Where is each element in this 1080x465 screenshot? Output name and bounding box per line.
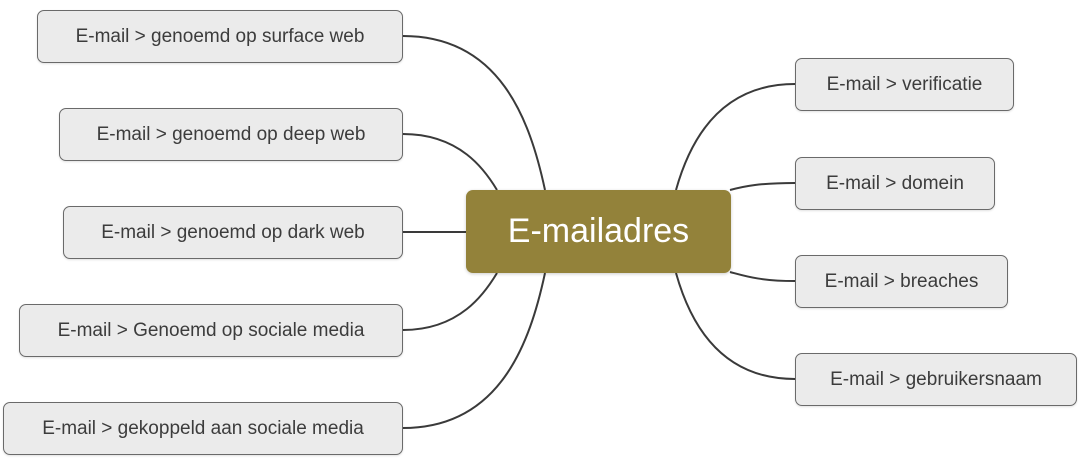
- topic-label: E-mail > domein: [826, 172, 964, 194]
- topic-node-deep-web[interactable]: E-mail > genoemd op deep web: [59, 108, 403, 161]
- topic-node-breaches[interactable]: E-mail > breaches: [795, 255, 1008, 308]
- topic-node-sociale-media-genoemd[interactable]: E-mail > Genoemd op sociale media: [19, 304, 403, 357]
- topic-node-dark-web[interactable]: E-mail > genoemd op dark web: [63, 206, 403, 259]
- topic-label: E-mail > Genoemd op sociale media: [57, 319, 365, 341]
- topic-node-surface-web[interactable]: E-mail > genoemd op surface web: [37, 10, 403, 63]
- central-topic-label: E-mailadres: [507, 212, 690, 250]
- topic-label: E-mail > genoemd op dark web: [101, 221, 365, 243]
- connector-left-2: [402, 133, 498, 191]
- central-topic-node[interactable]: E-mailadres: [466, 190, 731, 273]
- topic-node-verificatie[interactable]: E-mail > verificatie: [795, 58, 1014, 111]
- topic-node-sociale-media-gekoppeld[interactable]: E-mail > gekoppeld aan sociale media: [3, 402, 403, 455]
- connector-right-3: [729, 271, 796, 282]
- connector-left-5: [402, 272, 546, 429]
- topic-label: E-mail > breaches: [824, 270, 979, 292]
- topic-label: E-mail > verificatie: [826, 73, 983, 95]
- connector-right-2: [729, 182, 796, 191]
- topic-node-gebruikersnaam[interactable]: E-mail > gebruikersnaam: [795, 353, 1077, 406]
- topic-label: E-mail > gebruikersnaam: [830, 368, 1042, 390]
- connector-left-4: [402, 272, 498, 331]
- connector-right-1: [675, 83, 796, 191]
- topic-label: E-mail > genoemd op deep web: [96, 123, 366, 145]
- connector-right-4: [675, 272, 796, 380]
- connector-left-1: [402, 35, 546, 191]
- topic-node-domein[interactable]: E-mail > domein: [795, 157, 995, 210]
- topic-label: E-mail > genoemd op surface web: [75, 25, 365, 47]
- topic-label: E-mail > gekoppeld aan sociale media: [42, 417, 364, 439]
